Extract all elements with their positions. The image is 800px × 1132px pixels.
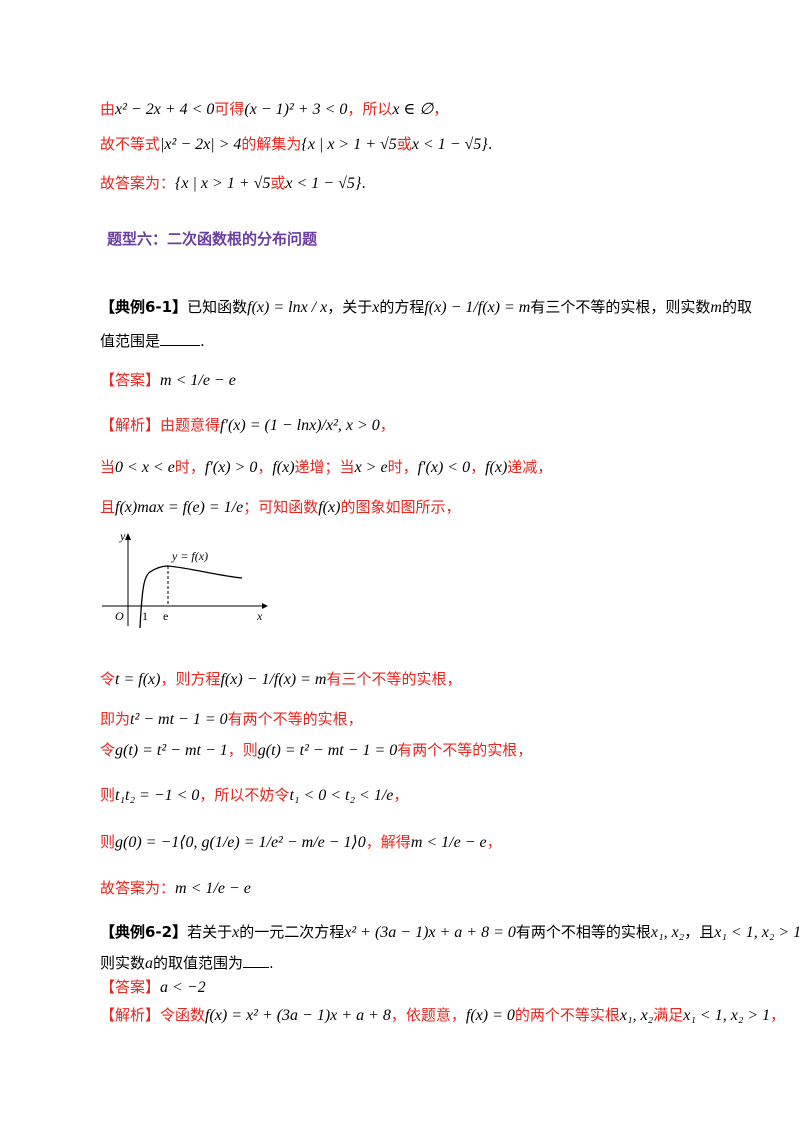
solution-step-5: 即为t² − mt − 1 = 0有两个不等的实根， (100, 710, 363, 728)
y-axis-arrow (125, 533, 131, 540)
example-6-1-question-cont: 值范围是. (100, 331, 205, 350)
example-6-2-solution: 【解析】令函数f(x) = x² + (3a − 1)x + a + 8，依题意… (100, 1006, 786, 1024)
example-6-1-final-answer: 故答案为：m < 1/e − e (100, 879, 251, 897)
answer-line: 故答案为：{x | x > 1 + √5或x < 1 − √5}. (100, 174, 367, 192)
x-label: x (256, 609, 263, 623)
example-6-1-question: 【典例6-1】已知函数f(x) = lnx / x，关于x的方程f(x) − 1… (100, 298, 752, 316)
solution-step-3: 且f(x)max = f(e) = 1/e；可知函数f(x)的图象如图所示， (100, 498, 461, 516)
example-6-2-question-cont: 则实数a的取值范围为. (100, 953, 274, 972)
function-graph: y x O 1 e y = f(x) (102, 529, 268, 628)
example-6-1-answer: 【答案】m < 1/e − e (100, 371, 236, 389)
section-title: 题型六：二次函数根的分布问题 (107, 230, 318, 248)
solution-step-1: 【解析】由题意得f′(x) = (1 − lnx)/x², x > 0， (100, 416, 395, 434)
solution-step-8: 则g(0) = −1⟨0, g(1/e) = 1/e² − m/e − 1⟩0，… (100, 833, 502, 851)
one-label: 1 (142, 609, 148, 623)
answer-blank (160, 331, 201, 346)
curve (139, 565, 243, 628)
solution-step-6: 令g(t) = t² − mt − 1，则g(t) = t² − mt − 1 … (100, 741, 533, 759)
x-axis-arrow (262, 603, 268, 609)
curve-label: y = f(x) (171, 549, 208, 563)
solution-line-2: 故不等式|x² − 2x| > 4的解集为{x | x > 1 + √5或x <… (100, 135, 493, 153)
answer-blank-2 (243, 953, 270, 968)
solution-step-2: 当0 < x < e时，f′(x) > 0，f(x)递增；当x > e时，f′(… (100, 458, 553, 476)
e-label: e (163, 609, 168, 623)
solution-line-1: 由x² − 2x + 4 < 0可得(x − 1)² + 3 < 0，所以x ∈… (100, 100, 449, 118)
example-6-2-answer: 【答案】a < −2 (100, 978, 206, 996)
example-6-2-question: 【典例6-2】若关于x的一元二次方程x² + (3a − 1)x + a + 8… (100, 923, 800, 941)
solution-step-7: 则t₁t₂ = −1 < 0，所以不妨令t₁ < 0 < t₂ < 1/e， (100, 786, 409, 804)
origin-label: O (115, 609, 124, 623)
y-label: y (119, 529, 126, 543)
solution-step-4: 令t = f(x)，则方程f(x) − 1/f(x) = m有三个不等的实根， (100, 670, 462, 688)
